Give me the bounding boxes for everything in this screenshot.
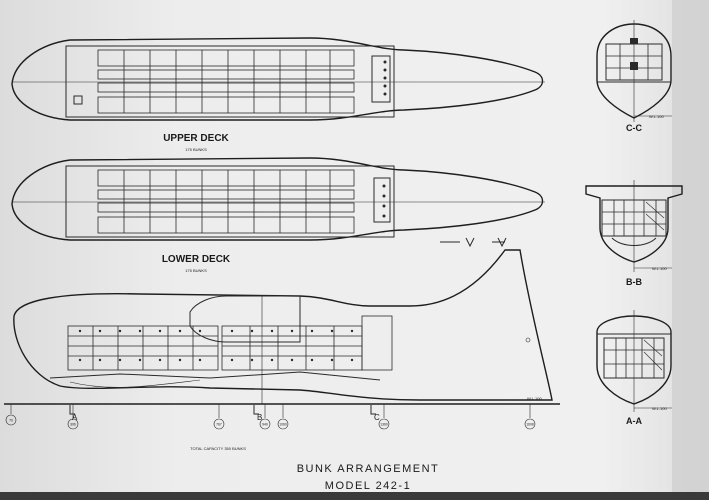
cut-marker-a: A (69, 405, 78, 422)
station-marker: 1608 (524, 404, 536, 430)
cut-marker-b: B (253, 405, 262, 422)
section-c-c (596, 20, 672, 122)
sheet-title-line1: BUNK ARRANGEMENT (297, 463, 440, 475)
upper-deck-bunk-rows (97, 49, 355, 114)
profile-wl-label: W.L.100 (527, 396, 542, 401)
profile-tail-detail (525, 337, 531, 343)
upper-deck-galley (371, 55, 391, 103)
section-b-b-title: B-B (626, 277, 642, 287)
upper-deck-seats (383, 60, 387, 96)
profile-wing-root (189, 295, 301, 343)
upper-deck-hull-outline (11, 37, 544, 121)
section-c-c-wl-label: W.L.100 (649, 114, 664, 119)
page-fold-shadow (672, 0, 709, 500)
profile-break-symbol (465, 237, 475, 248)
section-b-b-wl-label: W.L.100 (652, 266, 667, 271)
station-marker: 1060 (277, 404, 289, 430)
upper-deck-subtitle: 175 BUNKS (185, 147, 207, 152)
upper-deck-cabin (65, 45, 395, 118)
svg-text:C: C (374, 413, 380, 422)
profile-windows (78, 329, 354, 362)
svg-text:306: 306 (70, 423, 76, 427)
profile-bilge-line (69, 379, 201, 388)
svg-text:70: 70 (9, 419, 13, 423)
svg-text:1608: 1608 (526, 423, 534, 427)
svg-text:1360: 1360 (380, 423, 388, 427)
profile-keel-step (49, 371, 381, 381)
lower-deck-plan (11, 157, 545, 241)
lower-deck-bunk-rows (97, 169, 355, 234)
station-marker: 306 (67, 404, 79, 430)
cut-marker-c: C (370, 405, 380, 422)
sheet-title-line2: MODEL 242-1 (325, 480, 411, 492)
lower-deck-seats (382, 184, 386, 218)
profile-bunk-blocks (67, 315, 393, 371)
upper-deck-stair (73, 95, 83, 105)
svg-text:B: B (257, 413, 262, 422)
total-capacity-note: TOTAL CAPACITY 350 BUNKS (190, 446, 246, 451)
section-a-a-title: A-A (626, 416, 642, 426)
side-profile (13, 237, 553, 404)
svg-text:A: A (72, 413, 78, 422)
profile-hull-outline (13, 249, 553, 401)
station-markers: 70 306 767 940 1060 1360 (5, 404, 536, 430)
bottom-edge-shadow (0, 492, 709, 500)
lower-deck-title: LOWER DECK (162, 254, 231, 265)
section-c-c-title: C-C (626, 123, 642, 133)
svg-text:1060: 1060 (279, 423, 287, 427)
section-a-a (596, 310, 672, 412)
lower-deck-galley (373, 177, 391, 223)
lower-deck-cabin (65, 165, 395, 238)
section-b-b (585, 180, 683, 272)
upper-deck-title: UPPER DECK (163, 133, 229, 144)
svg-text:940: 940 (262, 423, 268, 427)
station-marker: 767 (213, 404, 225, 430)
svg-text:767: 767 (216, 423, 222, 427)
lower-deck-hull-outline (11, 157, 544, 241)
lower-deck-subtitle: 175 BUNKS (185, 268, 207, 273)
station-marker: 1360 (378, 404, 390, 430)
upper-deck-plan (11, 37, 545, 121)
station-marker: 940 (259, 404, 271, 430)
section-a-a-wl-label: W.L.100 (652, 406, 667, 411)
station-marker: 70 (5, 404, 17, 426)
